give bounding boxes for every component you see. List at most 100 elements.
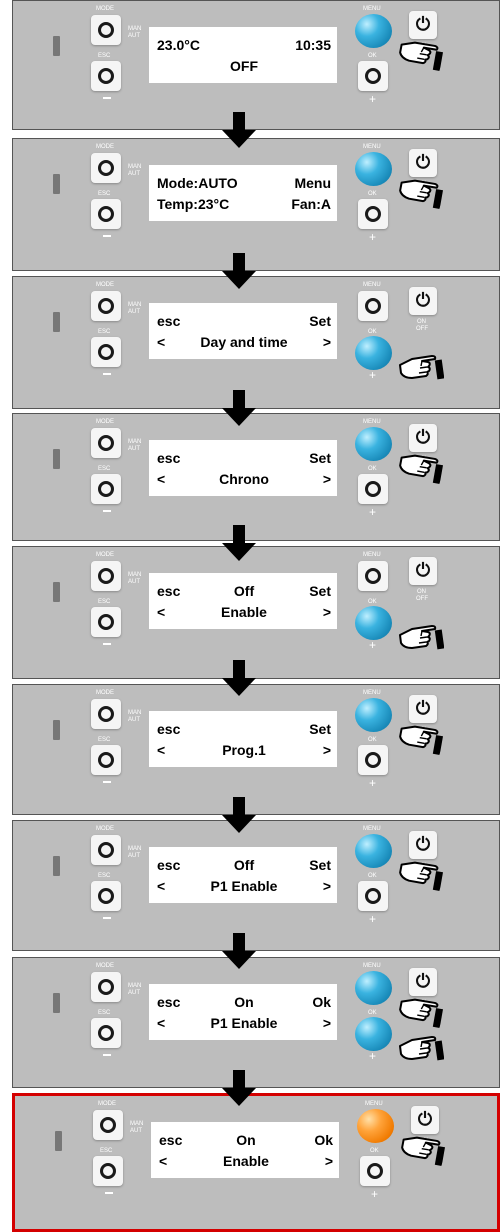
man-label: MAN bbox=[128, 164, 142, 170]
down-arrow-icon bbox=[222, 390, 256, 426]
ok-plus-button[interactable] bbox=[360, 1156, 390, 1186]
mode-button[interactable] bbox=[91, 428, 121, 458]
ok-label: OK bbox=[368, 737, 377, 743]
esc-minus-button[interactable] bbox=[91, 474, 121, 504]
menu-label: MENU bbox=[363, 6, 381, 12]
mode-label: MODE bbox=[96, 282, 114, 288]
esc-minus-button[interactable] bbox=[91, 1018, 121, 1048]
pointing-hand-icon bbox=[396, 35, 448, 73]
lcd-line2-left: < bbox=[157, 334, 166, 350]
esc-label: ESC bbox=[98, 599, 111, 605]
off-label: OFF bbox=[416, 596, 428, 602]
ok-plus-button[interactable] bbox=[358, 61, 388, 91]
power-button[interactable]: ⏻ bbox=[409, 287, 437, 315]
status-led bbox=[53, 174, 60, 194]
status-led bbox=[53, 312, 60, 332]
lcd-display: Mode:AUTO Menu Temp:23°C Fan:A bbox=[149, 165, 337, 221]
esc-minus-button[interactable] bbox=[93, 1156, 123, 1186]
minus-icon bbox=[103, 97, 111, 99]
esc-minus-button[interactable] bbox=[91, 337, 121, 367]
controller-panel-step-5: MODE MAN AUT ESC esc Off Set < Enable > … bbox=[12, 546, 500, 679]
aut-label: AUT bbox=[128, 717, 140, 723]
menu-button[interactable] bbox=[355, 152, 392, 186]
mode-button[interactable] bbox=[91, 835, 121, 865]
esc-minus-button[interactable] bbox=[91, 745, 121, 775]
menu-button[interactable] bbox=[355, 834, 392, 868]
mode-button[interactable] bbox=[91, 972, 121, 1002]
minus-icon bbox=[105, 1192, 113, 1194]
menu-button[interactable] bbox=[355, 427, 392, 461]
aut-label: AUT bbox=[128, 171, 140, 177]
esc-minus-button[interactable] bbox=[91, 199, 121, 229]
ok-label: OK bbox=[370, 1148, 379, 1154]
power-button[interactable]: ⏻ bbox=[409, 424, 437, 452]
mode-button[interactable] bbox=[91, 699, 121, 729]
lcd-line2-right: > bbox=[322, 878, 331, 894]
plus-icon: + bbox=[369, 638, 377, 652]
minus-icon bbox=[103, 917, 111, 919]
menu-label: MENU bbox=[363, 963, 381, 969]
ok-plus-button[interactable] bbox=[358, 881, 388, 911]
power-button[interactable]: ⏻ bbox=[409, 968, 437, 996]
ok-plus-button[interactable] bbox=[355, 606, 392, 640]
power-button[interactable]: ⏻ bbox=[409, 11, 437, 39]
menu-button[interactable] bbox=[355, 14, 392, 48]
esc-minus-button[interactable] bbox=[91, 61, 121, 91]
plus-icon: + bbox=[371, 1187, 379, 1201]
plus-icon: + bbox=[369, 368, 377, 382]
aut-label: AUT bbox=[128, 446, 140, 452]
ok-plus-button[interactable] bbox=[355, 336, 392, 370]
lcd-line2-left: Temp:23°C bbox=[157, 196, 230, 212]
menu-button[interactable] bbox=[358, 561, 388, 591]
esc-minus-button[interactable] bbox=[91, 607, 121, 637]
down-arrow-icon bbox=[222, 112, 256, 148]
status-led bbox=[55, 1131, 62, 1151]
mode-button[interactable] bbox=[91, 153, 121, 183]
power-button[interactable]: ⏻ bbox=[411, 1106, 439, 1134]
menu-button[interactable] bbox=[357, 1109, 394, 1143]
lcd-line1-left: esc bbox=[157, 313, 181, 329]
power-icon: ⏻ bbox=[415, 290, 431, 310]
aut-label: AUT bbox=[128, 579, 140, 585]
lcd-line2-right: > bbox=[322, 1015, 331, 1031]
mode-button[interactable] bbox=[91, 561, 121, 591]
pointing-hand-icon bbox=[399, 1036, 444, 1062]
ok-plus-button[interactable] bbox=[358, 474, 388, 504]
pressed-button-indicator bbox=[355, 336, 392, 370]
esc-minus-button[interactable] bbox=[91, 881, 121, 911]
ok-label: OK bbox=[368, 466, 377, 472]
ok-plus-button[interactable] bbox=[358, 199, 388, 229]
lcd-line1-right: Menu bbox=[294, 175, 331, 191]
menu-label: MENU bbox=[365, 1101, 383, 1107]
menu-button[interactable] bbox=[355, 698, 392, 732]
lcd-line1-right: Set bbox=[309, 313, 331, 329]
power-button[interactable]: ⏻ bbox=[409, 695, 437, 723]
power-button[interactable]: ⏻ bbox=[409, 149, 437, 177]
lcd-display: esc Off Set < Enable > bbox=[149, 573, 337, 629]
ok-plus-button[interactable] bbox=[358, 745, 388, 775]
aut-label: AUT bbox=[130, 1128, 142, 1134]
pressed-button-indicator bbox=[355, 971, 392, 1005]
minus-icon bbox=[103, 643, 111, 645]
controller-panel-step-4: MODE MAN AUT ESC esc Set < Chrono > MENU… bbox=[12, 413, 500, 541]
ok-label: OK bbox=[368, 191, 377, 197]
status-led bbox=[53, 993, 60, 1013]
status-led bbox=[53, 582, 60, 602]
menu-button[interactable] bbox=[358, 291, 388, 321]
lcd-line2-center: OFF bbox=[230, 58, 258, 74]
status-led bbox=[53, 856, 60, 876]
mode-label: MODE bbox=[96, 144, 114, 150]
mode-button[interactable] bbox=[91, 15, 121, 45]
pointing-hand-icon bbox=[396, 719, 448, 757]
mode-button[interactable] bbox=[93, 1110, 123, 1140]
power-button[interactable]: ⏻ bbox=[409, 831, 437, 859]
controller-panel-step-2: MODE MAN AUT ESC Mode:AUTO Menu Temp:23°… bbox=[12, 138, 500, 271]
menu-button[interactable] bbox=[355, 971, 392, 1005]
mode-button[interactable] bbox=[91, 291, 121, 321]
down-arrow-icon bbox=[222, 660, 256, 696]
menu-label: MENU bbox=[363, 419, 381, 425]
power-button[interactable]: ⏻ bbox=[409, 557, 437, 585]
ok-plus-button[interactable] bbox=[355, 1017, 392, 1051]
mode-label: MODE bbox=[96, 419, 114, 425]
lcd-line2-center: Enable bbox=[221, 604, 267, 620]
